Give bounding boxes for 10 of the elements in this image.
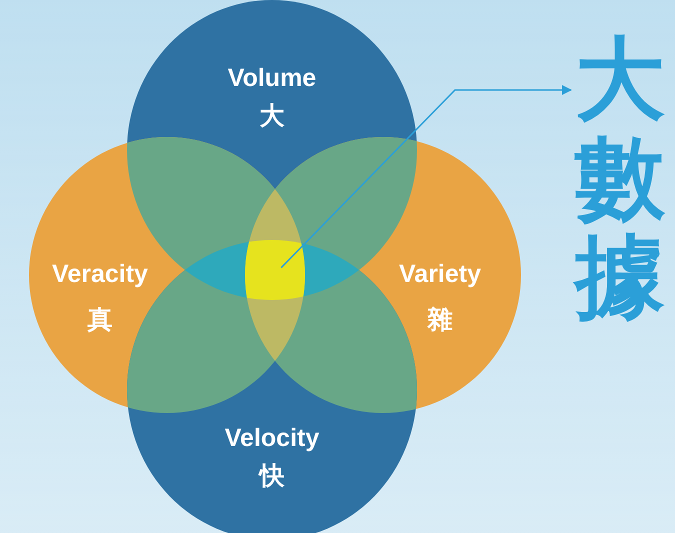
heading-text: 大數據: [575, 30, 667, 327]
circle-caption: 快: [260, 464, 284, 489]
circle-title: Volume: [228, 66, 316, 91]
circle-caption: 真: [88, 308, 112, 333]
leader-arrow: [280, 85, 572, 268]
circle-title: Variety: [399, 262, 481, 287]
circle-caption: 雜: [428, 308, 452, 333]
circle-title: Veracity: [52, 262, 148, 287]
circle-title: Velocity: [224, 426, 320, 451]
circle-caption: 大: [260, 104, 284, 129]
